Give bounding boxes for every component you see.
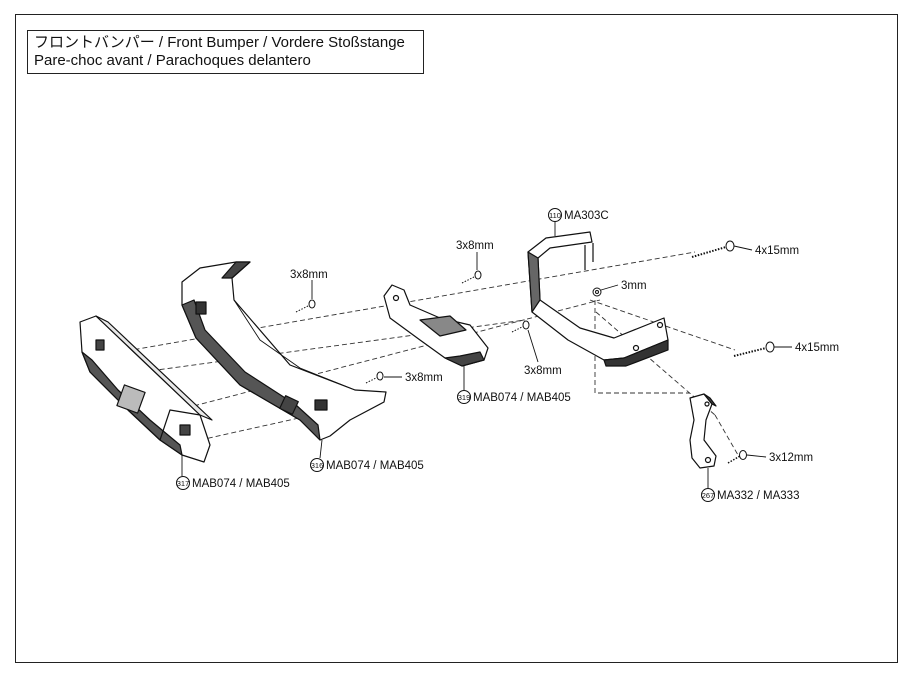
svg-text:MAB074 / MAB405: MAB074 / MAB405 xyxy=(473,392,571,404)
screw-4x15-top xyxy=(691,240,735,258)
svg-text:MAB074 / MAB405: MAB074 / MAB405 xyxy=(192,478,290,490)
callout-110: 110 MA303C xyxy=(548,208,609,222)
title-line-1: フロントバンパー / Front Bumper / Vordere Stoßst… xyxy=(34,34,405,51)
screw-4x15-bottom xyxy=(733,341,775,357)
stay-267 xyxy=(689,393,717,469)
label-screw-4x15-top: 4x15mm xyxy=(755,245,799,257)
label-screw-3x8-top: 3x8mm xyxy=(456,240,494,252)
callout-316: 316 MAB074 / MAB405 xyxy=(310,458,424,472)
diagram-frame xyxy=(15,14,898,663)
svg-text:110: 110 xyxy=(549,211,561,220)
svg-text:317: 317 xyxy=(177,479,190,488)
screw-3x8-lower xyxy=(365,371,384,384)
title-line-2: Pare-choc avant / Parachoques delantero xyxy=(34,52,311,69)
leader-lines xyxy=(181,222,792,488)
screw-3x8-middle xyxy=(511,320,530,333)
title-box: フロントバンパー / Front Bumper / Vordere Stoßst… xyxy=(27,30,424,74)
bumper-mount-319 xyxy=(383,284,489,367)
label-screw-3x8-left: 3x8mm xyxy=(290,269,328,281)
screw-3x12 xyxy=(727,450,747,464)
bumper-316-main xyxy=(181,261,387,441)
svg-text:319: 319 xyxy=(458,393,471,402)
label-screw-3x8-middle: 3x8mm xyxy=(524,365,562,377)
callout-267: 267 MA332 / MA333 xyxy=(701,488,799,502)
svg-text:316: 316 xyxy=(311,461,324,470)
svg-text:MA303C: MA303C xyxy=(564,210,609,222)
callout-319: 319 MAB074 / MAB405 xyxy=(457,390,571,404)
nut-3mm xyxy=(592,287,602,297)
label-screw-3x8-lower: 3x8mm xyxy=(405,372,443,384)
screw-3x8-left xyxy=(295,299,316,313)
label-screw-4x15-bottom: 4x15mm xyxy=(795,342,839,354)
svg-text:MA332 / MA333: MA332 / MA333 xyxy=(717,490,799,502)
bracket-110 xyxy=(527,231,669,367)
label-nut-3mm: 3mm xyxy=(621,280,647,292)
svg-text:267: 267 xyxy=(702,491,715,500)
svg-text:MAB074 / MAB405: MAB074 / MAB405 xyxy=(326,460,424,472)
screw-3x8-top xyxy=(461,270,482,284)
bumper-317-outer xyxy=(79,315,213,463)
callout-317: 317 MAB074 / MAB405 xyxy=(176,476,290,490)
label-screw-3x12: 3x12mm xyxy=(769,452,813,464)
